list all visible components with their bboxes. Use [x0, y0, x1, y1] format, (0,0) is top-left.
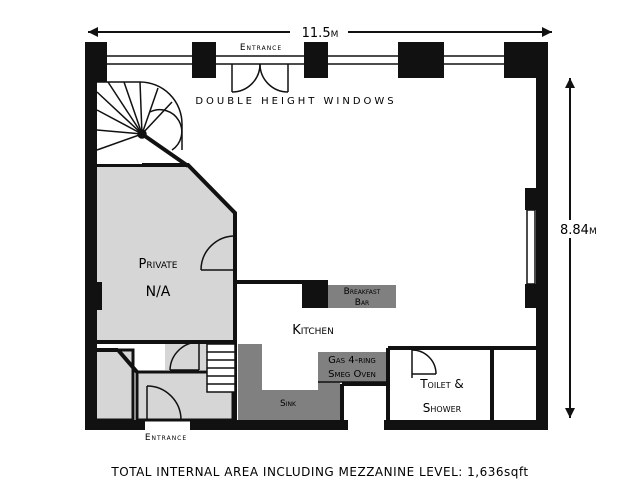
kitchen-pillar [302, 280, 328, 308]
height-label: 8.84m [560, 223, 597, 238]
windows-label: DOUBLE HEIGHT WINDOWS [195, 96, 396, 107]
width-dimension [88, 24, 552, 40]
breakfast-bar-label-2: Bar [355, 298, 369, 308]
kitchen-label: Kitchen [292, 323, 334, 338]
total-area-footer: TOTAL INTERNAL AREA INCLUDING MEZZANINE … [110, 465, 528, 479]
door-swings [146, 235, 437, 421]
spiral-staircase [96, 81, 183, 164]
private-label: Private [139, 257, 178, 272]
window-lines [107, 55, 504, 65]
entrance-bottom-label: Entrance [145, 433, 187, 443]
oven-label-2: Smeg Oven [328, 369, 376, 380]
outer-walls [85, 42, 548, 430]
side-window [526, 209, 536, 285]
breakfast-bar [328, 285, 396, 308]
entrance-door-top [231, 63, 289, 93]
toilet-label-2: Shower [423, 401, 462, 415]
height-dimension [558, 78, 608, 418]
breakfast-bar-label-1: Breakfast [344, 287, 381, 297]
stair-steps [206, 343, 236, 393]
private-room [93, 163, 237, 344]
private-area-label: N/A [146, 284, 171, 300]
entrance-top-label: Entrance [240, 43, 282, 53]
toilet-label-1: Toilet & [419, 377, 464, 391]
sink-label: Sink [280, 399, 297, 409]
oven-label-1: Gas 4-ring [328, 355, 376, 366]
kitchen-counter [238, 344, 386, 420]
width-label: 11.5m [302, 26, 339, 41]
